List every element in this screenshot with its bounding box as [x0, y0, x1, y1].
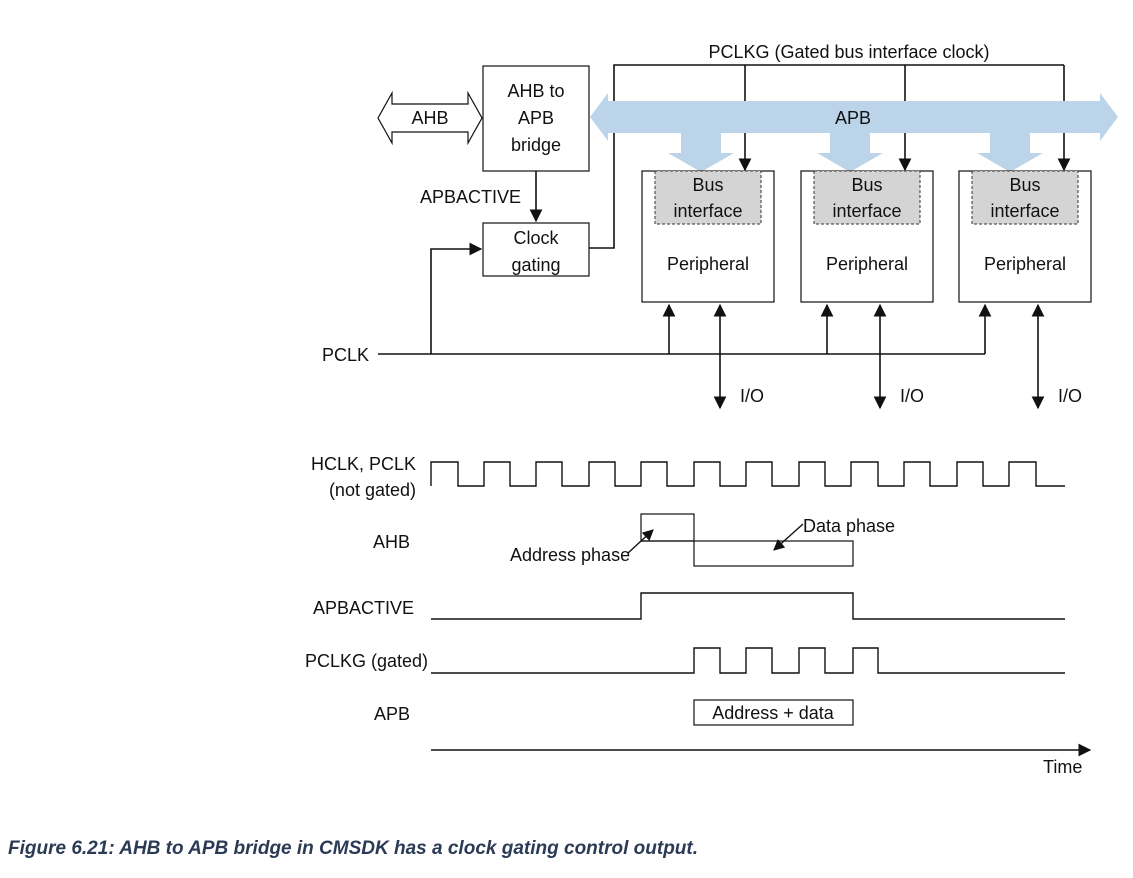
peripheral-label: Peripheral [984, 254, 1066, 274]
bridge-label-line-3: bridge [511, 135, 561, 155]
io-label: I/O [1058, 386, 1082, 406]
apb-bus-arrow [590, 93, 1118, 172]
bus-interface-label-line-2: interface [990, 201, 1059, 221]
bridge-label-line-2: APB [518, 108, 554, 128]
data-phase-label: Data phase [803, 516, 895, 536]
ahb-to-apb-bridge-box [482, 65, 590, 172]
apb-transfer-label: Address + data [712, 703, 835, 723]
pclkg-label: PCLKG (Gated bus interface clock) [708, 42, 989, 62]
ahb-bus-label: AHB [411, 108, 448, 128]
io-label: I/O [740, 386, 764, 406]
bus-interface-label-line-1: Bus [692, 175, 723, 195]
bus-interface-label-line-2: interface [832, 201, 901, 221]
figure-caption: Figure 6.21: AHB to APB bridge in CMSDK … [8, 838, 699, 859]
bridge-label-line-1: AHB to [507, 81, 564, 101]
ahb-timing-label: AHB [373, 532, 410, 552]
clock-gating-box [482, 222, 590, 277]
time-axis-label: Time [1043, 757, 1082, 777]
hclk-pclk-label-line-1: HCLK, PCLK [311, 454, 416, 474]
clock-gating-label-line-2: gating [511, 255, 560, 275]
bus-interface-label-line-1: Bus [1009, 175, 1040, 195]
hclk-pclk-waveform [430, 461, 1065, 487]
hclk-pclk-label-line-2: (not gated) [329, 480, 416, 500]
pclkg-waveform [431, 647, 1065, 674]
apbactive-waveform [431, 592, 1065, 620]
peripheral-2: Bus interface Peripheral I/O [800, 170, 934, 410]
data-phase-pointer [773, 523, 804, 551]
bus-interface-label-line-1: Bus [851, 175, 882, 195]
ahb-bus-arrow [377, 90, 483, 146]
peripheral-label: Peripheral [826, 254, 908, 274]
apb-transfer-box [693, 699, 854, 726]
peripheral-label: Peripheral [667, 254, 749, 274]
bus-interface-box [813, 170, 921, 225]
pclk-label: PCLK [322, 345, 369, 365]
address-phase-label: Address phase [510, 545, 630, 565]
peripheral-3: Bus interface Peripheral I/O [958, 170, 1092, 410]
bus-interface-box [654, 170, 762, 225]
io-label: I/O [900, 386, 924, 406]
pclkg-timing-label: PCLKG (gated) [305, 651, 428, 671]
bus-interface-label-line-2: interface [673, 201, 742, 221]
apb-bus-label: APB [835, 108, 871, 128]
bus-interface-box [971, 170, 1079, 225]
address-phase-pointer [627, 529, 654, 554]
peripheral-1: Bus interface Peripheral I/O [641, 170, 775, 410]
apbactive-timing-label: APBACTIVE [313, 598, 414, 618]
clock-gating-label-line-1: Clock [513, 228, 559, 248]
apbactive-label: APBACTIVE [420, 187, 521, 207]
apb-timing-label: APB [374, 704, 410, 724]
